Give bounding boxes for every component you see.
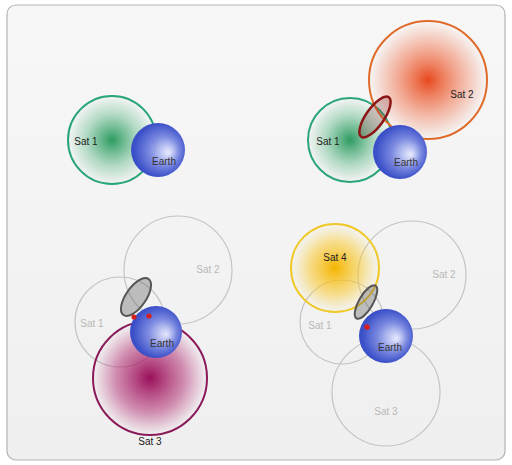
satellite-label: Sat 3: [138, 436, 161, 448]
satellite-label: Sat 1: [316, 136, 339, 148]
circle-shape: [372, 124, 428, 180]
satellite-label: Sat 1: [308, 320, 331, 332]
satellite-label: Sat 3: [374, 406, 397, 418]
satellite-label: Sat 2: [450, 89, 473, 101]
satellite-label: Sat 4: [323, 252, 346, 264]
earth-label: Earth: [152, 156, 176, 168]
earth-label: Earth: [150, 338, 174, 350]
earth-circle: Earth: [129, 305, 183, 359]
circle-shape: [130, 122, 186, 178]
earth-circle: Earth: [130, 122, 186, 178]
satellite-label: Sat 2: [432, 269, 455, 281]
earth-circle: Earth: [372, 124, 428, 180]
satellite-label: Sat 1: [80, 318, 103, 330]
circle-shape: [368, 20, 488, 140]
earth-label: Earth: [378, 342, 402, 354]
circle-shape: [129, 305, 183, 359]
earth-circle: Earth: [358, 308, 414, 364]
circle-shape: [358, 308, 414, 364]
satellite-label: Sat 2: [196, 264, 219, 276]
circle-shape: [290, 223, 380, 313]
satellite-range-circle: Sat 2: [123, 215, 233, 325]
satellite-range-circle: Sat 4: [290, 223, 380, 313]
satellite-label: Sat 1: [74, 136, 97, 148]
earth-label: Earth: [394, 157, 418, 169]
satellite-range-circle: Sat 2: [368, 20, 488, 140]
